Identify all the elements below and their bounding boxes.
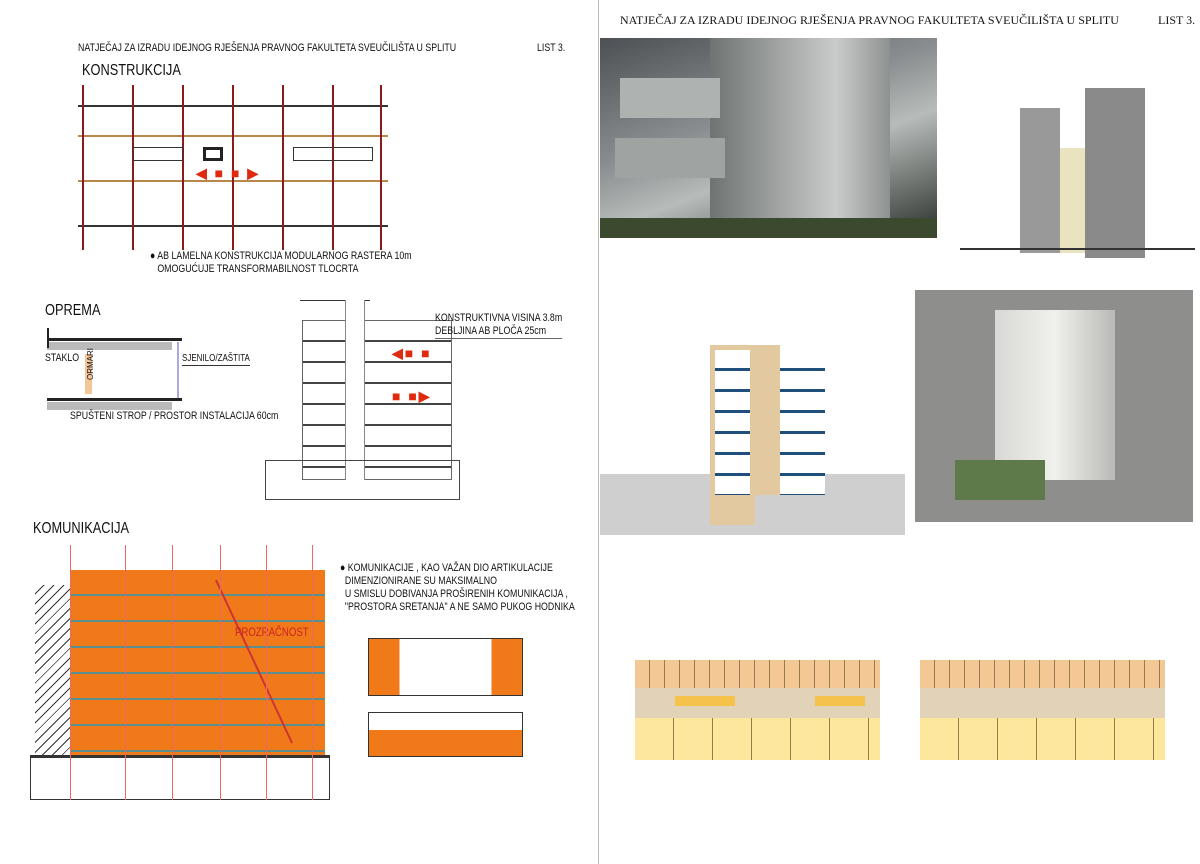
building-section-drawing: ◀■ ■ ■ ■▶: [260, 300, 460, 500]
label-ceiling: SPUŠTENI STROP / PROSTOR INSTALACIJA 60c…: [70, 410, 279, 422]
floor-plan-detail-upper: [368, 638, 523, 696]
render-perspective-street: [600, 38, 937, 238]
section-render: [600, 290, 905, 535]
label-cabinets: ORMARI: [86, 348, 95, 380]
right-sheet: NATJEČAJ ZA IZRADU IDEJNOG RJEŠENJA PRAV…: [600, 0, 1200, 864]
label-shade: SJENILO/ZAŠTITA: [182, 353, 250, 366]
render-perspective-aerial: [915, 290, 1193, 522]
konstrukcija-note: ● AB LAMELNA KONSTRUKCIJA MODULARNOG RAS…: [150, 250, 412, 275]
sheet-title: NATJEČAJ ZA IZRADU IDEJNOG RJEŠENJA PRAV…: [620, 13, 1119, 27]
komunikacija-heading: KOMUNIKACIJA: [33, 520, 130, 537]
sheet-number: LIST 3.: [537, 42, 566, 54]
label-glass: STAKLO: [45, 352, 80, 364]
floor-plan-detail-lower: [368, 712, 523, 757]
floor-plan-left: [635, 660, 880, 790]
structure-plan-drawing: ◀ ■ ■ ▶: [78, 85, 388, 255]
communication-section-drawing: PROZRAČNOST: [30, 545, 330, 800]
oprema-heading: OPREMA: [45, 302, 101, 319]
equipment-detail-drawing: [47, 328, 187, 410]
bidirectional-arrow-icon: ◀ ■ ■ ▶: [196, 165, 261, 181]
sheet-number: LIST 3.: [1158, 13, 1196, 27]
elevation-drawing: [960, 38, 1195, 273]
konstrukcija-heading: KONSTRUKCIJA: [82, 62, 181, 79]
transparency-label: PROZRAČNOST: [235, 625, 309, 639]
sheet-title: NATJEČAJ ZA IZRADU IDEJNOG RJEŠENJA PRAV…: [78, 42, 457, 54]
left-sheet: NATJEČAJ ZA IZRADU IDEJNOG RJEŠENJA PRAV…: [0, 0, 599, 864]
floor-plan-right: [920, 660, 1165, 790]
komunikacija-note: ● KOMUNIKACIJE , KAO VAŽAN DIO ARTIKULAC…: [340, 562, 575, 613]
